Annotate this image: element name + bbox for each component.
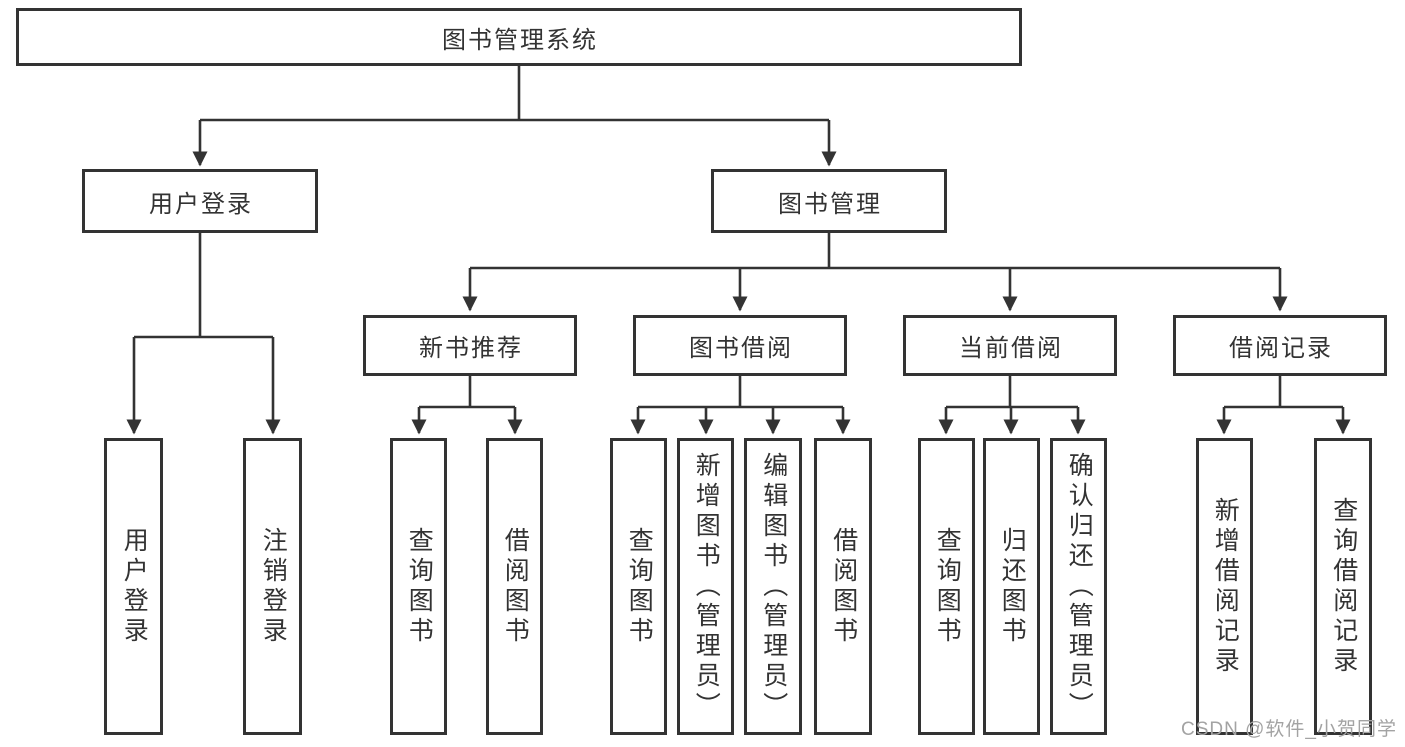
- node-label: 查询图书: [933, 526, 962, 647]
- node-label: 借阅图书: [501, 526, 530, 647]
- node-current-borrowing: 当前借阅: [903, 315, 1117, 376]
- node-label: 新书推荐: [419, 335, 523, 362]
- node-leaf-bb-edit-books-admin: 编辑图书（管理员）: [744, 438, 802, 735]
- node-leaf-cb-return-books: 归还图书: [983, 438, 1040, 735]
- node-label: 用户登录: [120, 526, 149, 647]
- node-label: 图书管理系统: [442, 26, 598, 54]
- node-leaf-nb-query-books: 查询图书: [390, 438, 447, 735]
- node-book-borrowing: 图书借阅: [633, 315, 847, 376]
- node-label: 当前借阅: [959, 335, 1063, 362]
- node-leaf-nb-borrow-books: 借阅图书: [486, 438, 543, 735]
- node-new-book-recommend: 新书推荐: [363, 315, 577, 376]
- node-label: 新增图书（管理员）: [692, 451, 721, 722]
- node-label: 查询借阅记录: [1329, 496, 1358, 677]
- node-borrowing-records: 借阅记录: [1173, 315, 1387, 376]
- node-leaf-bb-add-books-admin: 新增图书（管理员）: [677, 438, 734, 735]
- node-label: 编辑图书（管理员）: [759, 451, 788, 722]
- node-label: 用户登录: [149, 190, 253, 218]
- node-label: 确认归还（管理员）: [1065, 451, 1094, 722]
- node-leaf-logout: 注销登录: [243, 438, 302, 735]
- node-label: 借阅图书: [829, 526, 858, 647]
- node-label: 查询图书: [405, 526, 434, 647]
- node-book-management: 图书管理: [711, 169, 947, 233]
- node-leaf-cb-confirm-return-admin: 确认归还（管理员）: [1050, 438, 1107, 735]
- node-label: 图书借阅: [689, 335, 793, 362]
- node-label: 新增借阅记录: [1211, 496, 1240, 677]
- node-label: 注销登录: [259, 526, 288, 647]
- node-leaf-br-add-record: 新增借阅记录: [1196, 438, 1253, 735]
- node-label: 借阅记录: [1229, 335, 1333, 362]
- node-leaf-bb-borrow-books: 借阅图书: [814, 438, 872, 735]
- node-leaf-bb-query-books: 查询图书: [610, 438, 667, 735]
- node-library-system: 图书管理系统: [16, 8, 1022, 66]
- node-label: 归还图书: [998, 526, 1027, 647]
- node-leaf-cb-query-books: 查询图书: [918, 438, 975, 735]
- node-leaf-br-query-record: 查询借阅记录: [1314, 438, 1372, 735]
- node-label: 图书管理: [778, 190, 882, 218]
- node-user-login: 用户登录: [82, 169, 318, 233]
- node-leaf-user-login: 用户登录: [104, 438, 163, 735]
- node-label: 查询图书: [625, 526, 654, 647]
- watermark-csdn: CSDN @软件_小贺同学: [1181, 719, 1397, 740]
